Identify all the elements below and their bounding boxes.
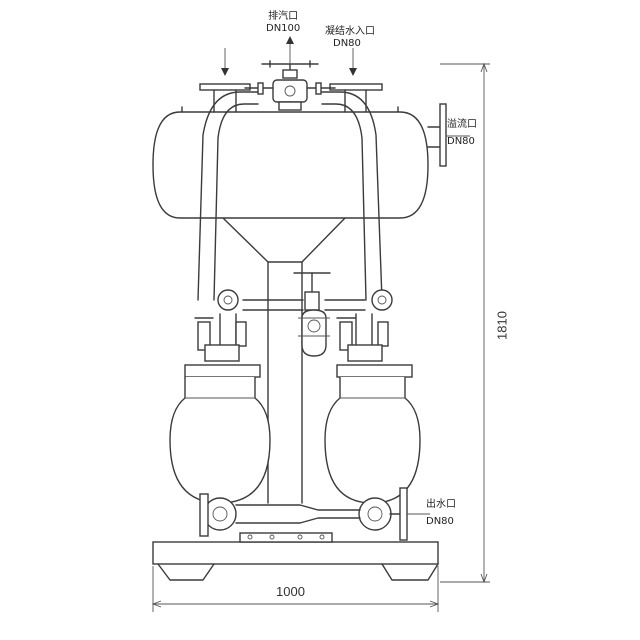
height-dimension: 1810 bbox=[494, 311, 510, 340]
flow-arrows bbox=[221, 36, 470, 515]
base-frame bbox=[152, 532, 439, 581]
collection-tank bbox=[152, 83, 429, 263]
condensate-inlet-label-size: DN80 bbox=[333, 38, 361, 49]
overflow-label-name: 溢流口 bbox=[447, 119, 477, 130]
exhaust-label: 排汽口 DN100 bbox=[266, 11, 300, 35]
loop-pipes bbox=[197, 91, 383, 301]
condensate-inlet-label: 凝结水入口 DN80 bbox=[325, 26, 375, 50]
crossover-pipe bbox=[242, 272, 366, 357]
central-column bbox=[267, 261, 303, 504]
exhaust-label-name: 排汽口 bbox=[268, 11, 299, 22]
outlet-label: 出水口 DN80 bbox=[426, 499, 456, 528]
exhaust-valve bbox=[244, 60, 336, 111]
overflow-label: 溢流口 DN80 bbox=[447, 119, 477, 148]
exhaust-label-size: DN100 bbox=[266, 23, 301, 34]
width-dimension: 1000 bbox=[276, 584, 305, 599]
overflow-label-size: DN80 bbox=[447, 136, 475, 147]
left-pump bbox=[169, 289, 271, 537]
condensate-inlet-label-name: 凝结水入口 bbox=[325, 26, 375, 37]
overflow-nozzle bbox=[427, 103, 447, 167]
right-pump bbox=[324, 289, 421, 531]
outlet-label-size: DN80 bbox=[426, 516, 454, 527]
outlet-label-name: 出水口 bbox=[426, 499, 456, 510]
dimension-lines bbox=[151, 62, 490, 612]
